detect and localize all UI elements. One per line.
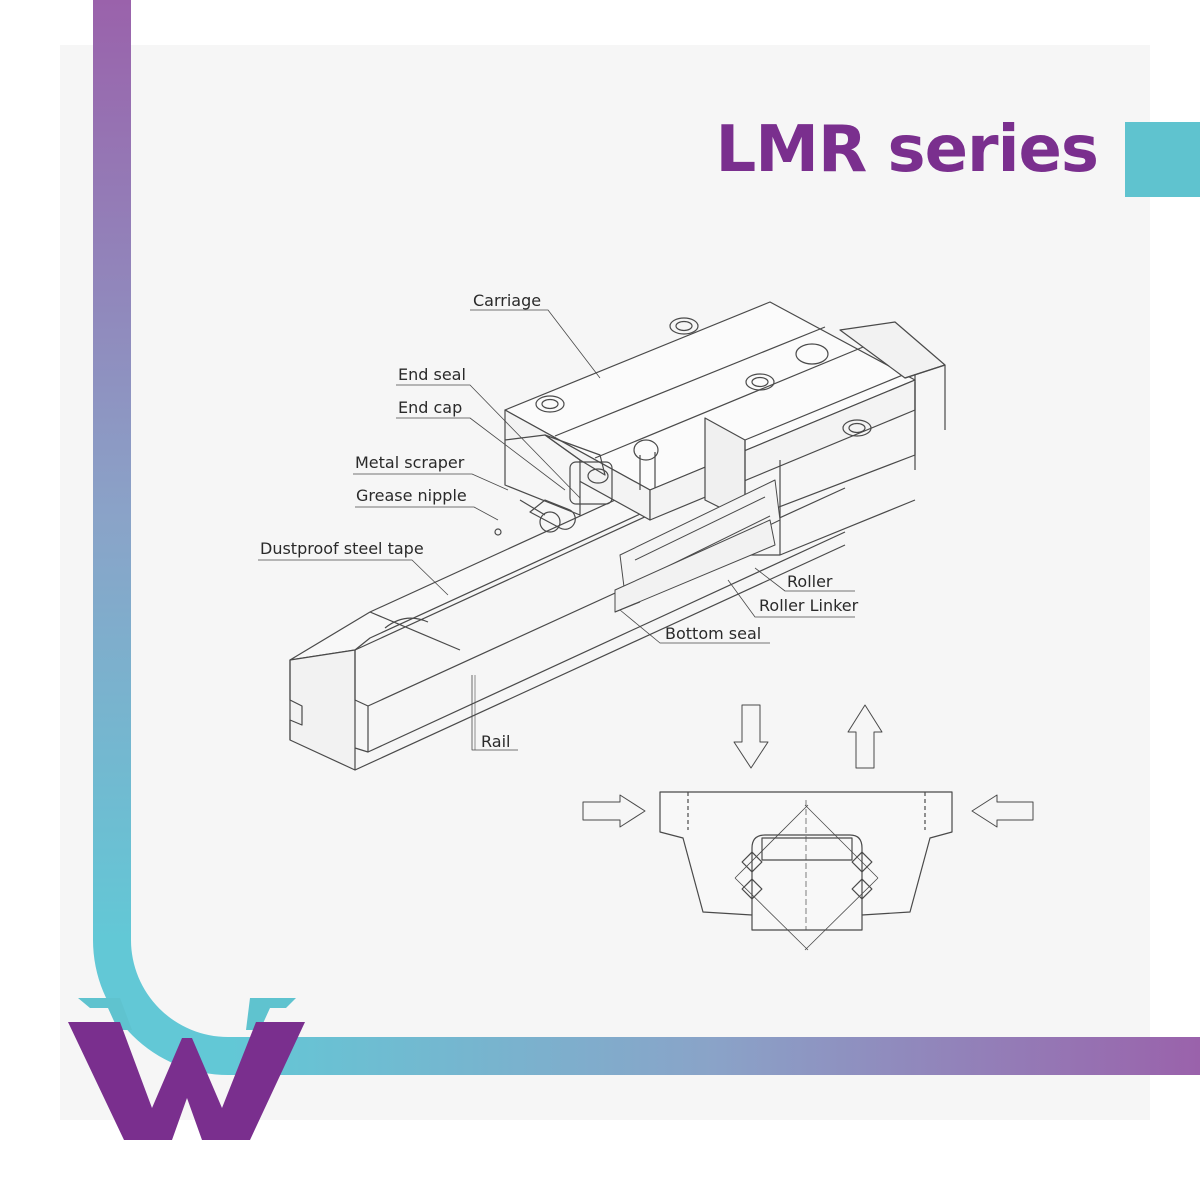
arrow-up-icon <box>847 704 883 769</box>
w-logo <box>68 998 305 1140</box>
arrow-left-icon <box>971 794 1034 828</box>
label-roller: Roller <box>787 572 833 591</box>
label-carriage: Carriage <box>473 291 542 310</box>
label-rail: Rail <box>481 732 511 751</box>
load-arrows <box>582 704 1034 828</box>
arrow-right-icon <box>582 794 646 828</box>
label-roller-linker: Roller Linker <box>759 596 859 615</box>
label-bottom-seal: Bottom seal <box>665 624 762 643</box>
page-title: LMR series <box>715 113 1099 187</box>
content-panel <box>60 45 1150 1120</box>
cross-section <box>659 791 953 951</box>
label-end-seal: End seal <box>398 365 466 384</box>
end-cap-shape <box>494 434 613 536</box>
roller-linker <box>614 519 776 613</box>
arrow-down-icon <box>733 704 769 769</box>
leader-lines <box>258 309 855 751</box>
label-end-cap: End cap <box>398 398 463 417</box>
carriage-shape <box>504 301 946 556</box>
label-grease-nipple: Grease nipple <box>356 486 467 505</box>
label-dustproof-tape: Dustproof steel tape <box>260 539 424 558</box>
accent-block <box>1125 122 1200 197</box>
label-metal-scraper: Metal scraper <box>355 453 465 472</box>
